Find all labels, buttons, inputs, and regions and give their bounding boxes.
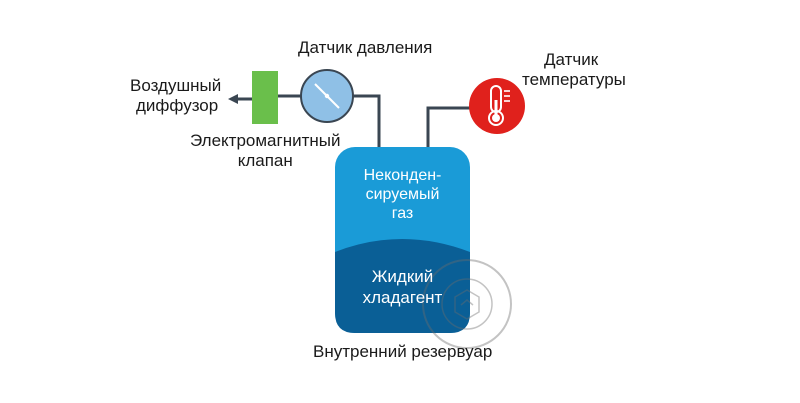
internal-reservoir-tank <box>335 147 470 333</box>
tank-liquid-section <box>335 239 470 333</box>
noncondensable-gas-line3: газ <box>391 205 414 222</box>
solenoid-valve-label-line1: Электромагнитный <box>190 131 341 150</box>
temperature-sensor-label-line1: Датчик <box>544 50 599 69</box>
watermark-stamp <box>422 259 512 349</box>
liquid-refrigerant-line2: хладагент <box>362 288 443 307</box>
solenoid-valve <box>252 71 278 124</box>
air-diffuser-label-line2: диффузор <box>136 96 219 115</box>
thermometer-icon <box>469 78 525 134</box>
pipe-pressure-to-tank <box>353 94 381 150</box>
liquid-refrigerant-line1: Жидкий <box>371 267 434 286</box>
air-diffuser-label: Воздушный диффузор <box>130 76 221 116</box>
pipe-temperature-to-tank <box>426 106 470 150</box>
noncondensable-gas-label: Неконден- сируемый газ <box>335 166 470 223</box>
internal-reservoir-label: Внутренний резервуар <box>313 342 493 361</box>
noncondensable-gas-line2: сируемый <box>365 186 440 203</box>
liquid-refrigerant-label: Жидкий хладагент <box>335 266 470 308</box>
noncondensable-gas-line1: Неконден- <box>363 167 442 184</box>
solenoid-valve-label: Электромагнитный клапан <box>190 131 340 171</box>
temperature-sensor-label-line2: температуры <box>522 70 626 89</box>
arrow-left-icon <box>228 94 238 104</box>
solenoid-valve-label-line2: клапан <box>237 151 293 170</box>
pressure-gauge-icon <box>300 69 354 123</box>
temperature-sensor-label: Датчик температуры <box>522 50 626 90</box>
pressure-sensor-label: Датчик давления <box>298 38 433 57</box>
air-diffuser-label-line1: Воздушный <box>130 76 222 95</box>
